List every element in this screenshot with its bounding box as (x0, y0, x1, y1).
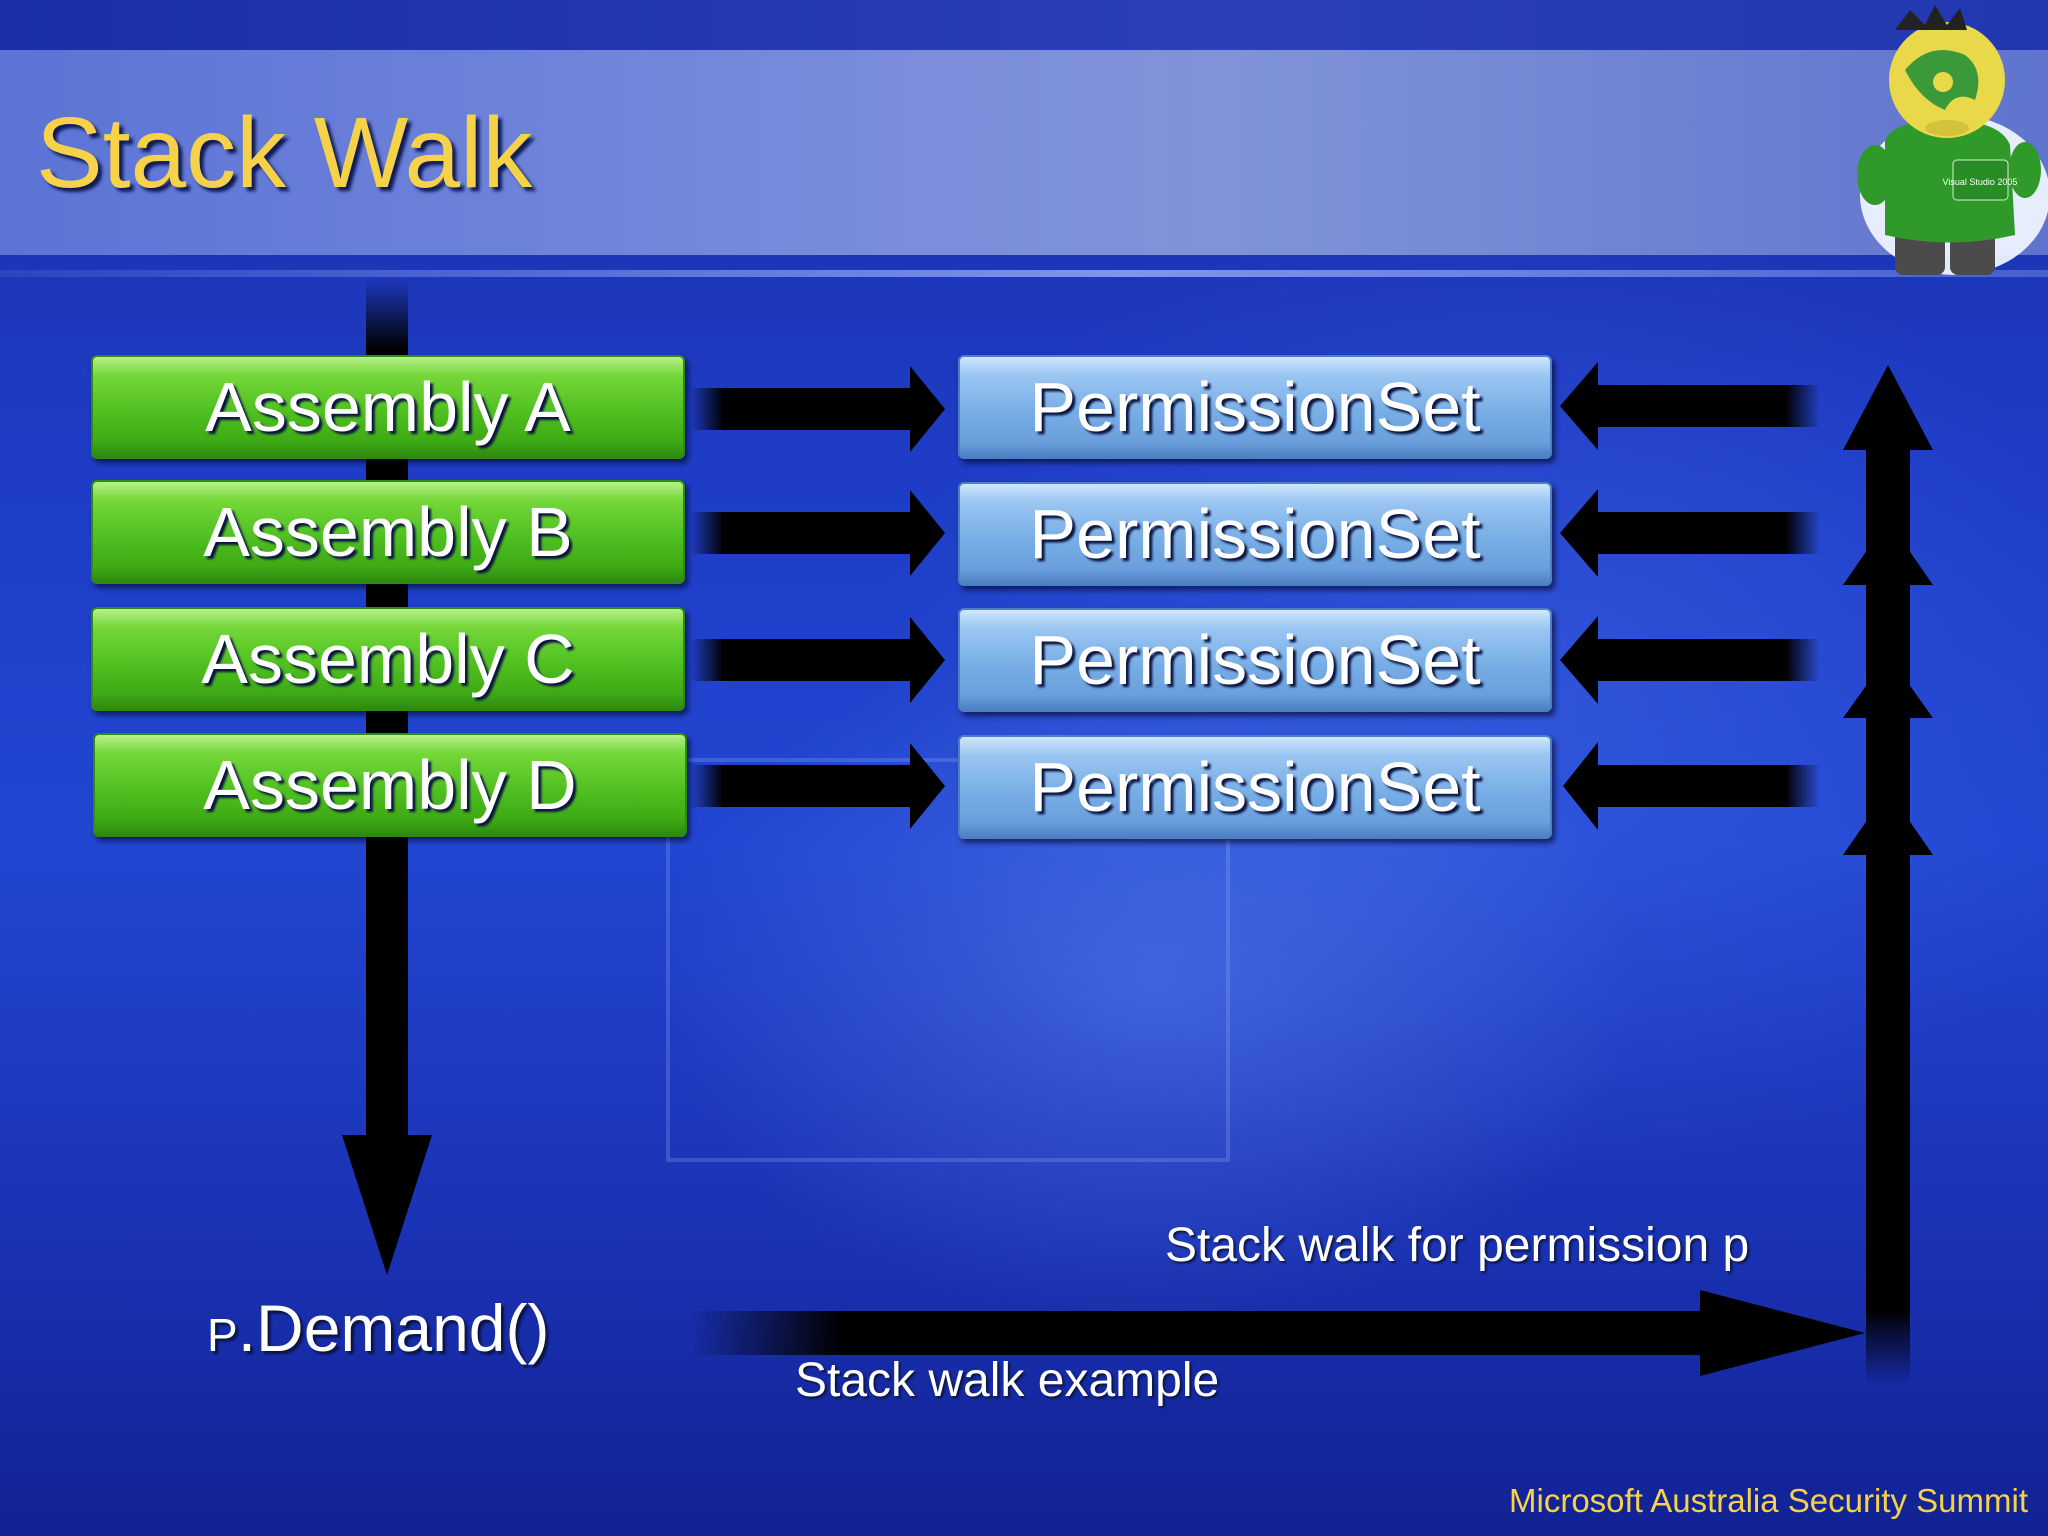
top-band (0, 0, 2048, 50)
assembly-to-permission-arrows (690, 366, 945, 829)
demand-call: P.Demand() (207, 1290, 549, 1366)
assembly-box-c: Assembly C (91, 607, 685, 711)
permission-set-box-c: PermissionSet (958, 608, 1552, 712)
permission-set-box-d: PermissionSet (958, 735, 1552, 839)
demand-arrow-shaft (690, 1311, 1710, 1355)
assembly-label: Assembly C (201, 620, 575, 698)
stack-walk-example-label: Stack walk example (795, 1354, 1220, 1407)
stack-walk-arrowhead-3 (1843, 655, 1933, 718)
stack-walk-arrowhead-4 (1843, 790, 1933, 855)
permission-set-box-a: PermissionSet (958, 355, 1552, 459)
permission-set-label: PermissionSet (1029, 368, 1481, 446)
stack-walk-arrowhead-1 (1843, 365, 1933, 450)
slide-title: Stack Walk (36, 97, 533, 209)
assembly-box-b: Assembly B (91, 480, 685, 584)
title-underline (0, 270, 2048, 277)
assembly-box-d: Assembly D (93, 733, 687, 837)
assembly-label: Assembly A (205, 368, 571, 446)
mascot-badge-text: Visual Studio 2005 (1943, 177, 2018, 187)
mascot-figure-icon: Visual Studio 2005 (1857, 5, 2048, 275)
assembly-label: Assembly D (203, 746, 577, 824)
stack-walk-for-label: Stack walk for permission p (1165, 1219, 1750, 1272)
permission-set-label: PermissionSet (1029, 621, 1481, 699)
permission-set-box-b: PermissionSet (958, 482, 1552, 586)
assembly-label: Assembly B (203, 493, 573, 571)
assembly-box-a: Assembly A (91, 355, 685, 459)
slide-footer: Microsoft Australia Security Summit (1509, 1482, 2028, 1519)
permission-set-label: PermissionSet (1029, 748, 1481, 826)
stack-walk-arrowhead-2 (1843, 520, 1933, 585)
stack-walk-check-arrows (1560, 362, 1820, 830)
stack-walk-shaft (1866, 440, 1910, 1385)
demand-method: .Demand() (237, 1291, 550, 1365)
title-bar (0, 50, 2048, 255)
permission-set-label: PermissionSet (1029, 495, 1481, 573)
demand-arrow-head (1700, 1290, 1865, 1376)
call-chain-arrowhead (342, 1135, 432, 1275)
background-frame (666, 758, 1230, 1162)
demand-prefix: P (207, 1309, 238, 1361)
